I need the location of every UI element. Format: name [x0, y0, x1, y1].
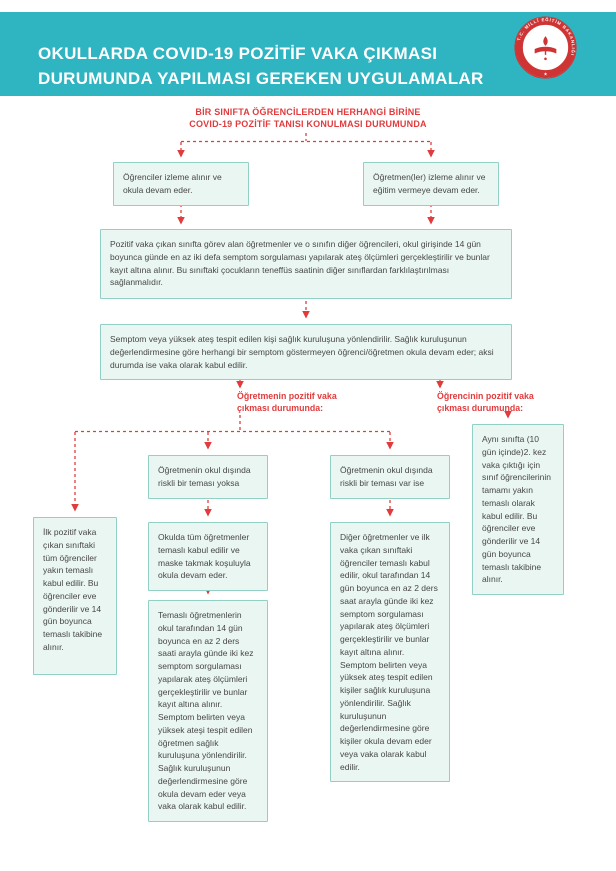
flow-box-teacher-no-risky-contact: Öğretmenin okul dışında riskli bir temas… [148, 455, 268, 499]
flow-root-heading: BİR SINIFTA ÖĞRENCİLERDEN HERHANGİ BİRİN… [0, 106, 616, 130]
meb-logo-icon: T.C. MİLLÎ EĞİTİM BAKANLIĞI ★ [514, 16, 577, 79]
flow-box-teachers-monitor: Öğretmen(ler) izleme alınır ve eğitim ve… [363, 162, 499, 206]
flow-box-contact-teachers-screening: Temaslı öğretmenlerin okul tarafından 14… [148, 600, 268, 822]
meb-logo-emblem [534, 36, 557, 61]
page-title: OKULLARDA COVID-19 POZİTİF VAKA ÇIKMASI … [38, 41, 484, 91]
flow-box-class-screening: Pozitif vaka çıkan sınıfta görev alan öğ… [100, 229, 512, 299]
flow-box-teacher-risky-contact: Öğretmenin okul dışında riskli bir temas… [330, 455, 450, 499]
flow-root-heading-line2: COVID-19 POZİTİF TANISI KONULMASI DURUMU… [189, 119, 427, 129]
page-title-line1: OKULLARDA COVID-19 POZİTİF VAKA ÇIKMASI [38, 44, 438, 63]
flow-box-students-monitor: Öğrenciler izleme alınır ve okula devam … [113, 162, 249, 206]
page-title-line2: DURUMUNDA YAPILMASI GEREKEN UYGULAMALAR [38, 69, 484, 88]
header-band: OKULLARDA COVID-19 POZİTİF VAKA ÇIKMASI … [0, 12, 616, 96]
flow-box-all-teachers-masked: Okulda tüm öğretmenler temaslı kabul edi… [148, 522, 268, 591]
flow-root-heading-line1: BİR SINIFTA ÖĞRENCİLERDEN HERHANGİ BİRİN… [195, 107, 421, 117]
flow-box-other-teachers-students-screening: Diğer öğretmenler ve ilk vaka çıkan sını… [330, 522, 450, 783]
meb-logo-star: ★ [543, 72, 548, 77]
flow-box-first-case-students: İlk pozitif vaka çıkan sınıftaki tüm öğr… [33, 517, 117, 675]
branch-label-student-positive: Öğrencinin pozitif vaka çıkması durumund… [437, 391, 534, 413]
branch-label-teacher-positive: Öğretmenin pozitif vaka çıkması durumund… [237, 391, 337, 413]
flow-box-symptom-referral: Semptom veya yüksek ateş tespit edilen k… [100, 324, 512, 381]
meb-logo-svg: T.C. MİLLÎ EĞİTİM BAKANLIĞI ★ [514, 16, 577, 79]
flow-box-second-case-class: Aynı sınıfta (10 gün içinde)2. kez vaka … [472, 424, 564, 595]
